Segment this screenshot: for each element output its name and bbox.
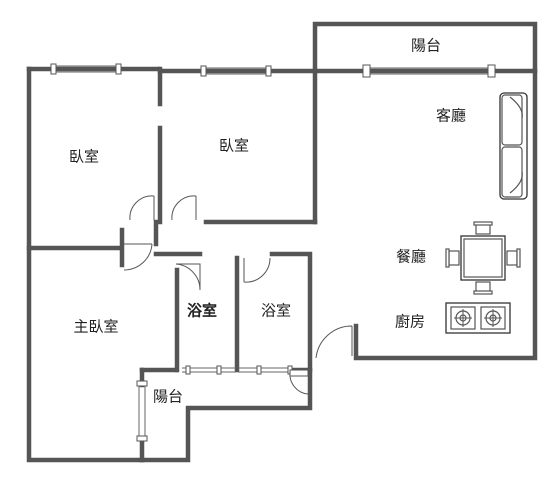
window-bedroom2-right <box>265 65 272 77</box>
wall-balcony-top <box>312 21 538 361</box>
window-master-top <box>136 380 148 387</box>
label-bedroom-1: 臥室 <box>68 147 100 166</box>
label-bathroom-2: 浴室 <box>260 301 292 320</box>
window-master-bottom <box>136 435 148 442</box>
windows <box>50 63 496 442</box>
door-bath1 <box>175 263 201 291</box>
walls <box>26 21 538 463</box>
door-bedroom2 <box>171 195 197 221</box>
dining-table-icon <box>445 221 521 295</box>
wall-left <box>26 66 145 463</box>
label-bedroom-2: 臥室 <box>218 136 250 155</box>
sofa-icon <box>499 92 528 200</box>
stove-icon <box>445 302 511 334</box>
window-living-left <box>362 64 371 78</box>
window-bedroom1-right <box>115 63 122 75</box>
door-bedroom1 <box>129 195 155 221</box>
label-balcony-top: 陽台 <box>410 36 442 55</box>
door-bath2 <box>243 257 271 283</box>
door-entrance <box>315 325 353 359</box>
doors <box>123 195 353 395</box>
label-dining-room: 餐廳 <box>395 247 427 266</box>
label-bathroom-1: 浴室 <box>186 301 218 320</box>
label-living-room: 客廳 <box>435 106 467 125</box>
window-bedroom2-left <box>200 65 207 77</box>
label-balcony-bottom: 陽台 <box>152 387 184 406</box>
door-master <box>123 243 153 271</box>
wall-bath2-top <box>139 251 313 463</box>
window-bedroom1-left <box>50 63 57 75</box>
window-living-right <box>487 64 496 78</box>
label-master-bedroom: 主臥室 <box>73 317 119 336</box>
label-kitchen: 廚房 <box>394 312 426 331</box>
